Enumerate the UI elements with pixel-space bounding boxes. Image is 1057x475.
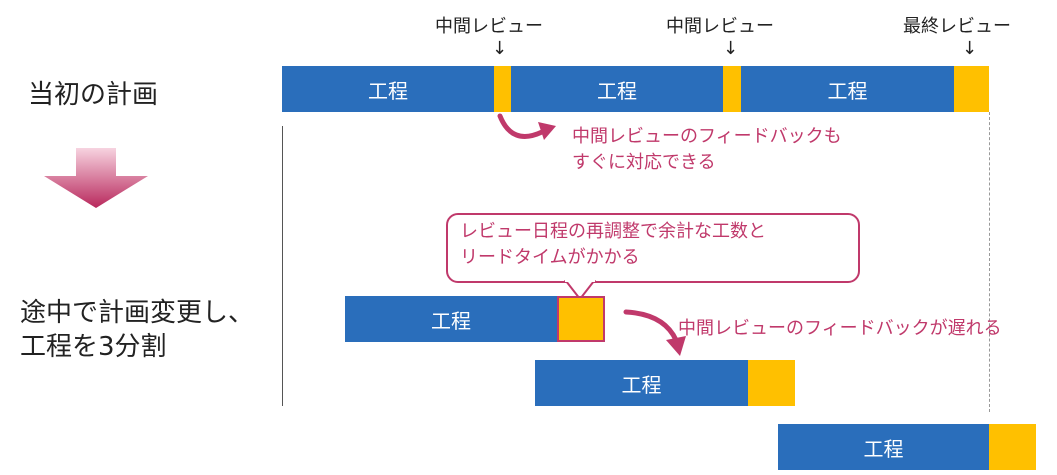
changed-plan-label-line2: 工程を3分割 — [20, 332, 167, 362]
plan-change-arrow-icon — [44, 148, 148, 208]
process-label: 工程 — [431, 308, 471, 333]
down-arrow-icon-3: ↓ — [962, 38, 978, 59]
process-block-1: 工程 — [282, 66, 494, 112]
process-block-2: 工程 — [511, 66, 723, 112]
review-block-1 — [494, 66, 511, 112]
process-block-3: 工程 — [741, 66, 954, 112]
mid-review-label-1: 中間レビュー — [435, 16, 543, 37]
process-label: 工程 — [863, 436, 904, 461]
curved-arrow-icon-2 — [623, 309, 686, 356]
callout-line1: レビュー日程の再調整で余計な工数と — [460, 221, 766, 242]
split-final-review-block — [989, 424, 1036, 470]
curved-arrow-icon-1 — [497, 113, 556, 140]
final-review-guide-line — [989, 112, 990, 412]
changed-plan-label-line1: 途中で計画変更し、 — [20, 298, 255, 328]
split-review-block-1 — [557, 296, 605, 342]
callout-line2: リードタイムがかかる — [460, 247, 640, 268]
original-plan-label: 当初の計画 — [28, 80, 159, 110]
process-label: 工程 — [827, 78, 868, 103]
mid-review-label-2: 中間レビュー — [666, 16, 774, 37]
split-review-block-2 — [748, 360, 795, 406]
late-feedback-note: 中間レビューのフィードバックが遅れる — [678, 318, 1002, 339]
down-arrow-icon-2: ↓ — [723, 38, 739, 59]
final-review-label: 最終レビュー — [903, 16, 1011, 37]
callout-pointer — [563, 278, 597, 301]
quick-feedback-note-line2: すぐに対応できる — [572, 152, 716, 173]
process-label: 工程 — [621, 372, 662, 397]
divider-line — [282, 126, 283, 406]
split-process-block-3: 工程 — [778, 424, 989, 470]
split-process-block-2: 工程 — [535, 360, 748, 406]
split-process-block-1: 工程 — [345, 296, 557, 342]
process-label: 工程 — [597, 78, 637, 103]
quick-feedback-note-line1: 中間レビューのフィードバックも — [572, 126, 842, 147]
review-block-2 — [723, 66, 741, 112]
process-label: 工程 — [368, 78, 408, 103]
down-arrow-icon-1: ↓ — [492, 38, 508, 59]
final-review-block — [954, 66, 989, 112]
rescheduling-callout: レビュー日程の再調整で余計な工数と リードタイムがかかる — [446, 213, 860, 283]
